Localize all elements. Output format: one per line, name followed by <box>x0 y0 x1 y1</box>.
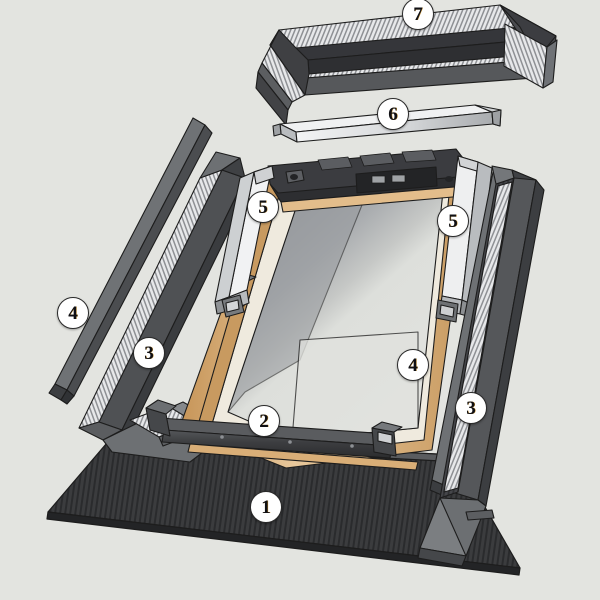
callout-badge-2[interactable]: 2 <box>248 405 280 437</box>
callout-badge-4-right[interactable]: 4 <box>397 349 429 381</box>
callout-badge-1[interactable]: 1 <box>250 491 282 523</box>
callout-badge-4-left[interactable]: 4 <box>57 297 89 329</box>
callout-badge-5-right[interactable]: 5 <box>437 205 469 237</box>
callout-badge-6[interactable]: 6 <box>377 98 409 130</box>
part-top-flashing-channel <box>255 4 558 126</box>
callout-badge-3-right[interactable]: 3 <box>455 392 487 424</box>
callout-badge-5-left[interactable]: 5 <box>247 191 279 223</box>
callout-badge-7[interactable]: 7 <box>402 0 434 30</box>
part-left-side-flashing-profile <box>78 151 252 441</box>
callout-badge-3-left[interactable]: 3 <box>133 337 165 369</box>
part-left-side-cover-strip <box>48 117 213 405</box>
